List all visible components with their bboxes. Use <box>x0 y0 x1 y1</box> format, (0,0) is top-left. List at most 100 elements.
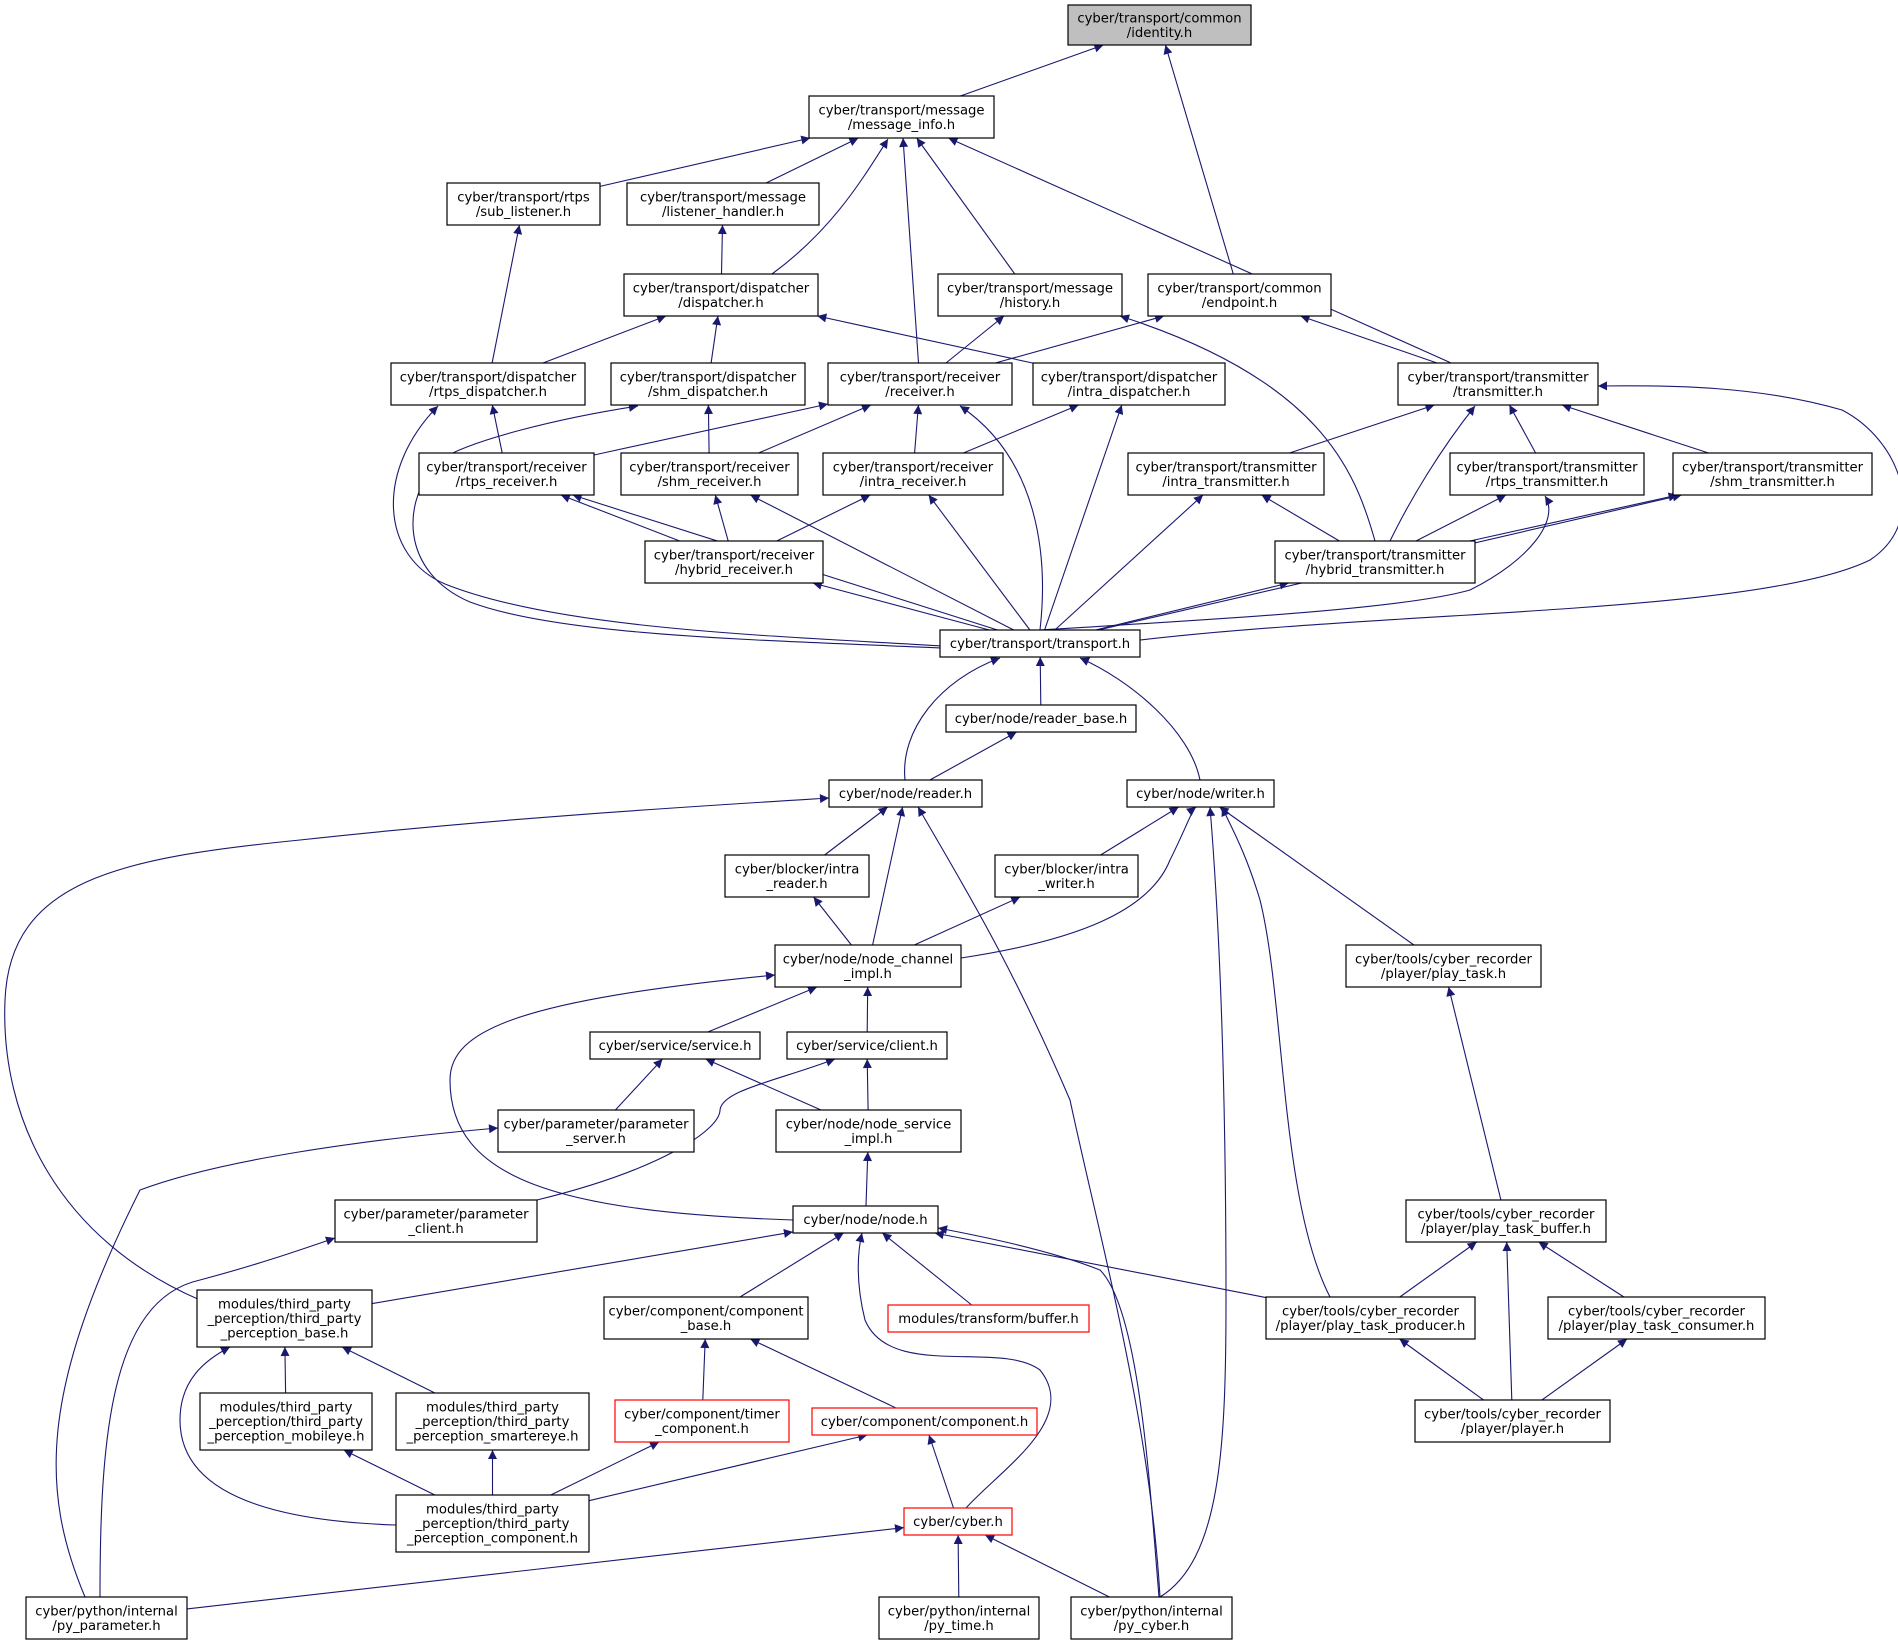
edge-play_task_buffer-to-play_task <box>1446 986 1502 1201</box>
node-box <box>395 1392 590 1451</box>
node-service[interactable]: cyber/service/service.h <box>589 1031 761 1060</box>
node-shm_dispatcher[interactable]: cyber/transport/dispatcher/shm_dispatche… <box>610 362 806 406</box>
node-box <box>1449 452 1645 496</box>
edge-parameter_server-to-service <box>614 1058 663 1111</box>
node-writer[interactable]: cyber/node/writer.h <box>1126 779 1275 808</box>
node-reader[interactable]: cyber/node/reader.h <box>828 779 983 808</box>
node-label-line: cyber/transport/dispatcher <box>1041 370 1218 385</box>
node-node_service_impl[interactable]: cyber/node/node_service_impl.h <box>775 1109 962 1153</box>
edge-client-to-node_channel_impl <box>863 986 873 1033</box>
node-label-line: _perception_smartereye.h <box>405 1430 578 1445</box>
edge-intra_receiver-to-intra_dispatcher <box>963 404 1079 454</box>
node-receiver[interactable]: cyber/transport/receiver/receiver.h <box>827 362 1013 406</box>
node-dispatcher[interactable]: cyber/transport/dispatcher/dispatcher.h <box>623 273 819 317</box>
node-label-line: cyber/transport/transmitter <box>1284 548 1466 563</box>
node-node_channel_impl[interactable]: cyber/node/node_channel_impl.h <box>774 944 962 988</box>
node-player[interactable]: cyber/tools/cyber_recorder/player/player… <box>1414 1399 1611 1443</box>
node-box <box>1067 4 1252 46</box>
node-shm_receiver[interactable]: cyber/transport/receiver/shm_receiver.h <box>620 452 799 496</box>
node-transform_buffer[interactable]: modules/transform/buffer.h <box>887 1304 1090 1333</box>
node-reader_base[interactable]: cyber/node/reader_base.h <box>945 704 1137 733</box>
node-box <box>1265 1296 1476 1340</box>
node-rtps_dispatcher[interactable]: cyber/transport/dispatcher/rtps_dispatch… <box>390 362 586 406</box>
node-box <box>418 452 595 496</box>
node-box <box>939 629 1141 658</box>
node-label-line: _impl.h <box>843 967 892 982</box>
node-label-line: /player/play_task_buffer.h <box>1421 1222 1591 1237</box>
node-hybrid_transmitter[interactable]: cyber/transport/transmitter/hybrid_trans… <box>1274 540 1476 584</box>
node-intra_transmitter[interactable]: cyber/transport/transmitter/intra_transm… <box>1127 452 1325 496</box>
node-message_info[interactable]: cyber/transport/message/message_info.h <box>808 95 995 139</box>
node-listener_handler[interactable]: cyber/transport/message/listener_handler… <box>626 182 820 226</box>
edge-hybrid_receiver-to-shm_receiver <box>713 494 729 542</box>
edge-receiver-to-history <box>945 315 1005 364</box>
node-identity[interactable]: cyber/transport/common/identity.h <box>1067 4 1252 46</box>
node-play_task[interactable]: cyber/tools/cyber_recorder/player/play_t… <box>1345 944 1542 988</box>
node-py_parameter[interactable]: cyber/python/internal/py_parameter.h <box>25 1596 188 1640</box>
node-sub_listener[interactable]: cyber/transport/rtps/sub_listener.h <box>446 182 601 226</box>
node-endpoint[interactable]: cyber/transport/common/endpoint.h <box>1147 273 1332 317</box>
node-label-line: cyber/transport/common <box>1077 11 1241 26</box>
node-transmitter[interactable]: cyber/transport/transmitter/transmitter.… <box>1397 362 1599 406</box>
node-label-line: /rtps_receiver.h <box>456 475 558 490</box>
edge-node-to-node_channel_impl <box>449 971 794 1221</box>
edge-sub_listener-to-message_info <box>599 135 811 187</box>
node-parameter_client[interactable]: cyber/parameter/parameter_client.h <box>334 1199 538 1243</box>
node-history[interactable]: cyber/transport/message/history.h <box>937 273 1123 317</box>
edge-transport-to-shm_dispatcher <box>412 402 943 649</box>
node-timer_component[interactable]: cyber/component/timer_component.h <box>614 1399 790 1443</box>
edge-transport-to-hybrid_receiver <box>812 580 990 631</box>
node-cyber[interactable]: cyber/cyber.h <box>903 1507 1013 1536</box>
node-label-line: modules/third_party <box>220 1401 353 1416</box>
node-tp_component[interactable]: modules/third_party_perception/third_par… <box>395 1494 590 1553</box>
edge-hybrid_receiver-to-rtps_receiver <box>560 494 680 542</box>
edge-transport-to-intra_transmitter <box>1054 494 1204 631</box>
node-label-line: cyber/node/writer.h <box>1136 787 1265 802</box>
node-label-line: cyber/node/reader_base.h <box>955 712 1128 727</box>
node-rtps_receiver[interactable]: cyber/transport/receiver/rtps_receiver.h <box>418 452 595 496</box>
node-node[interactable]: cyber/node/node.h <box>792 1205 939 1234</box>
node-label-line: cyber/transport/rtps <box>457 190 590 205</box>
node-intra_receiver[interactable]: cyber/transport/receiver/intra_receiver.… <box>822 452 1004 496</box>
edge-tp_component-to-timer_component <box>550 1441 660 1496</box>
node-box <box>1032 362 1226 406</box>
node-tp_base[interactable]: modules/third_party_perception/third_par… <box>196 1289 373 1348</box>
node-box <box>603 1296 809 1340</box>
node-play_task_consumer[interactable]: cyber/tools/cyber_recorder/player/play_t… <box>1547 1296 1766 1340</box>
node-play_task_buffer[interactable]: cyber/tools/cyber_recorder/player/play_t… <box>1405 1199 1607 1243</box>
node-intra_writer[interactable]: cyber/blocker/intra_writer.h <box>994 854 1139 898</box>
node-client[interactable]: cyber/service/client.h <box>786 1031 948 1060</box>
node-parameter_server[interactable]: cyber/parameter/parameter_server.h <box>497 1109 695 1153</box>
node-label-line: /shm_dispatcher.h <box>648 385 768 400</box>
node-hybrid_receiver[interactable]: cyber/transport/receiver/hybrid_receiver… <box>644 540 824 584</box>
node-tp_mobileye[interactable]: modules/third_party_perception/third_par… <box>199 1392 373 1451</box>
node-intra_reader[interactable]: cyber/blocker/intra_reader.h <box>724 854 870 898</box>
node-intra_dispatcher[interactable]: cyber/transport/dispatcher/intra_dispatc… <box>1032 362 1226 406</box>
node-transport[interactable]: cyber/transport/transport.h <box>939 629 1141 658</box>
edge-tp_component-to-tp_mobileye <box>343 1449 436 1496</box>
node-label-line: cyber/tools/cyber_recorder <box>1568 1304 1745 1319</box>
node-component[interactable]: cyber/component/component.h <box>811 1407 1038 1436</box>
node-py_cyber[interactable]: cyber/python/internal/py_cyber.h <box>1070 1596 1233 1640</box>
node-rtps_transmitter[interactable]: cyber/transport/transmitter/rtps_transmi… <box>1449 452 1645 496</box>
node-py_time[interactable]: cyber/python/internal/py_time.h <box>878 1596 1040 1640</box>
node-label-line: cyber/component/component <box>608 1304 803 1319</box>
node-label-line: cyber/node/node_service <box>786 1117 952 1132</box>
edge-rtps_transmitter-to-transmitter <box>1508 404 1537 454</box>
node-label-line: /intra_transmitter.h <box>1162 475 1289 490</box>
node-label-line: cyber/transport/message <box>640 190 806 205</box>
node-shm_transmitter[interactable]: cyber/transport/transmitter/shm_transmit… <box>1672 452 1873 496</box>
node-label-line: cyber/tools/cyber_recorder <box>1418 1207 1595 1222</box>
node-component_base[interactable]: cyber/component/component_base.h <box>603 1296 809 1340</box>
node-box <box>775 1109 962 1153</box>
node-box <box>724 854 870 898</box>
edge-dispatcher-to-listener_handler <box>717 224 727 275</box>
node-tp_smartereye[interactable]: modules/third_party_perception/third_par… <box>395 1392 590 1451</box>
node-label-line: cyber/node/node.h <box>803 1213 927 1228</box>
edge-hybrid_transmitter-to-transmitter <box>1389 405 1476 542</box>
node-play_task_producer[interactable]: cyber/tools/cyber_recorder/player/play_t… <box>1265 1296 1476 1340</box>
edge-py_parameter-to-cyber <box>186 1524 905 1610</box>
node-box <box>945 704 1137 733</box>
node-box <box>644 540 824 584</box>
edge-timer_component-to-component_base <box>700 1338 710 1401</box>
